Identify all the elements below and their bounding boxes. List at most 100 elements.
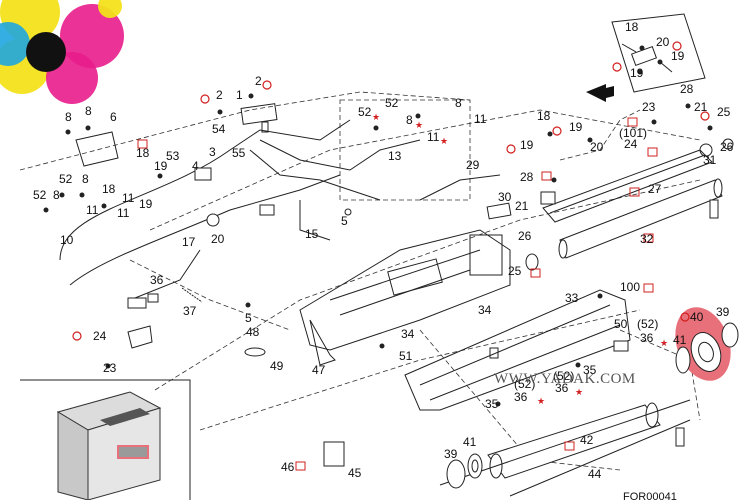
screws bbox=[43, 45, 713, 407]
part-callout-c19d: 19 bbox=[139, 197, 153, 211]
part-callout-c17: 17 bbox=[182, 235, 196, 249]
part-callout-c42: 42 bbox=[580, 433, 594, 447]
part-callout-c25b: 25 bbox=[508, 264, 522, 278]
svg-text:★: ★ bbox=[415, 120, 423, 130]
part-callout-c52c: 52 bbox=[59, 172, 73, 186]
heat-roller-32 bbox=[558, 178, 723, 259]
part-callout-c50: 50 bbox=[614, 317, 628, 331]
part-callout-c33: 33 bbox=[565, 291, 579, 305]
part-callout-c34a: 34 bbox=[478, 303, 492, 317]
part-callout-c2a: 2 bbox=[216, 88, 223, 102]
fusing-unit-27 bbox=[542, 149, 713, 223]
bearing-39-right bbox=[721, 322, 739, 348]
part-callout-c20c: 20 bbox=[590, 140, 604, 154]
part-callout-c10: 10 bbox=[60, 233, 74, 247]
part-callout-c37: 37 bbox=[183, 304, 197, 318]
part-callout-c54: 54 bbox=[212, 122, 226, 136]
part-callout-c20a: 20 bbox=[656, 35, 670, 49]
part-callout-c8f: 8 bbox=[53, 188, 60, 202]
part-callout-c40: 40 bbox=[690, 310, 704, 324]
part-callout-c8a: 8 bbox=[455, 96, 462, 110]
part-callout-c52g: (52) bbox=[514, 377, 535, 391]
part-callout-c46: 46 bbox=[281, 460, 295, 474]
part-callout-c53: 53 bbox=[166, 149, 180, 163]
part-callout-c18b: 18 bbox=[136, 146, 150, 160]
part-callout-c52b: 52 bbox=[385, 96, 399, 110]
part-callout-c4: 4 bbox=[192, 159, 199, 173]
part-callout-c21a: 21 bbox=[515, 199, 529, 213]
part-callout-c52a: 52 bbox=[358, 105, 372, 119]
part-callout-c8d: 8 bbox=[85, 104, 92, 118]
part-callout-c25a: 25 bbox=[717, 105, 731, 119]
copier-inset bbox=[20, 379, 191, 500]
diagram-code: FOR00041 bbox=[623, 491, 677, 500]
part-callout-c21b: 21 bbox=[694, 100, 708, 114]
connector-1 bbox=[240, 103, 278, 133]
part-callout-c55: 55 bbox=[232, 146, 246, 160]
part-callout-c36b: 36 bbox=[640, 331, 654, 345]
part-callout-c35b: 35 bbox=[485, 397, 499, 411]
part-callout-c100: 100 bbox=[620, 280, 640, 294]
part-callout-c34b: 34 bbox=[401, 327, 415, 341]
main-frame-47 bbox=[299, 229, 511, 366]
part-callout-c45: 45 bbox=[348, 466, 362, 480]
part-callout-c8b: 8 bbox=[406, 113, 413, 127]
part-callout-c6: 6 bbox=[110, 110, 117, 124]
part-callout-c48: 48 bbox=[246, 325, 260, 339]
part-callout-c15: 15 bbox=[305, 227, 319, 241]
part-callout-c19f: 19 bbox=[569, 120, 583, 134]
part-callout-c11b: 11 bbox=[427, 130, 440, 144]
brand-logo bbox=[0, 0, 124, 104]
heater-lamp-42 bbox=[509, 419, 691, 497]
part-callout-c31: 31 bbox=[703, 153, 717, 167]
bearing-39 bbox=[446, 459, 466, 489]
part-callout-c18a: 18 bbox=[625, 20, 639, 34]
part-callout-c52d: 52 bbox=[33, 188, 47, 202]
svg-text:★: ★ bbox=[575, 387, 583, 397]
part-callout-c11a: 11 bbox=[474, 112, 487, 126]
bracket-6 bbox=[75, 131, 119, 167]
svg-text:★: ★ bbox=[537, 396, 545, 406]
part-callout-c41a: 41 bbox=[673, 333, 687, 347]
part-callout-c19e: 19 bbox=[520, 138, 534, 152]
part-callout-c32: 32 bbox=[640, 232, 654, 246]
part-callout-c24b: 24 bbox=[93, 329, 107, 343]
part-callout-c52f: (52) bbox=[553, 369, 574, 383]
svg-text:★: ★ bbox=[440, 136, 448, 146]
part-callout-c29: 29 bbox=[466, 158, 480, 172]
svg-text:★: ★ bbox=[372, 112, 380, 122]
part-callout-c44: 44 bbox=[588, 467, 602, 481]
part-callout-c52e: (52) bbox=[637, 317, 658, 331]
bearing-41 bbox=[467, 453, 483, 479]
small-parts bbox=[127, 167, 629, 467]
wire-harness bbox=[59, 119, 501, 301]
part-callout-c11d: 11 bbox=[86, 203, 99, 217]
part-callout-c2b: 2 bbox=[255, 74, 262, 88]
part-callout-c19b: 19 bbox=[630, 66, 644, 80]
part-callout-c36c: 36 bbox=[555, 381, 569, 395]
part-callout-c19c: 19 bbox=[154, 159, 168, 173]
part-callout-c20b: 20 bbox=[211, 232, 225, 246]
part-callout-c36a: 36 bbox=[150, 273, 164, 287]
part-callout-c3: 3 bbox=[209, 145, 216, 159]
bearing-41-right bbox=[675, 346, 691, 374]
part-callout-c49: 49 bbox=[270, 359, 284, 373]
part-callout-c41b: 41 bbox=[463, 435, 477, 449]
part-callout-c28b: 28 bbox=[680, 82, 694, 96]
part-callout-c18d: 18 bbox=[537, 109, 551, 123]
part-callout-c51: 51 bbox=[399, 349, 413, 363]
part-callout-c5b: 5 bbox=[245, 311, 252, 325]
part-callout-c30: 30 bbox=[498, 190, 512, 204]
lower-frame-33 bbox=[404, 289, 631, 411]
part-callout-c28a: 28 bbox=[520, 170, 534, 184]
part-callout-c35: 35 bbox=[583, 363, 597, 377]
watermark-text: WWW.YADAK.COM bbox=[494, 371, 636, 387]
svg-text:★: ★ bbox=[660, 338, 668, 348]
part-callout-c24a: 24 bbox=[624, 137, 638, 151]
part-callout-c8e: 8 bbox=[82, 172, 89, 186]
part-callout-c1: 1 bbox=[236, 88, 243, 102]
